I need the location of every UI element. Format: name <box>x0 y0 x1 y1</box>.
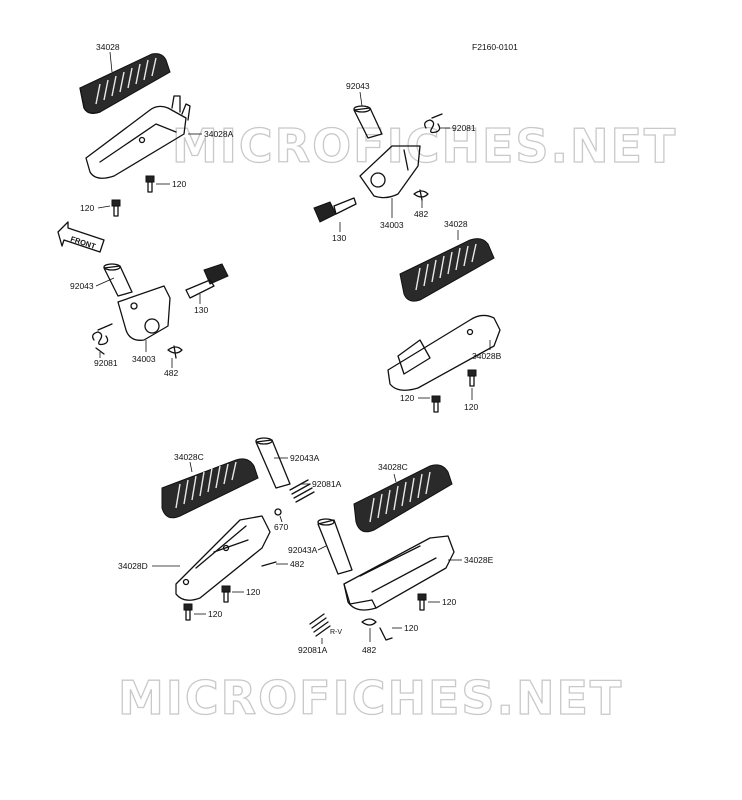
label-34028-upper-left: 34028 <box>96 42 120 52</box>
label-92043A-right: 92043A <box>288 545 318 555</box>
label-34028D: 34028D <box>118 561 148 571</box>
label-120-e: 120 <box>246 587 260 597</box>
label-482-right: 482 <box>414 209 428 219</box>
footpeg-34028B <box>387 314 501 391</box>
bracket-34003-right <box>359 145 421 199</box>
label-34028E: 34028E <box>464 555 494 565</box>
label-120-c: 120 <box>400 393 414 403</box>
footpeg-34028E <box>343 535 455 611</box>
bolt-120-b <box>111 199 121 217</box>
pin-92043-left <box>103 263 133 297</box>
label-92081-right: 92081 <box>452 123 476 133</box>
footpeg-rubber-34028-right <box>399 238 495 302</box>
pin-92043A-left <box>255 437 291 489</box>
label-120-b: 120 <box>80 203 94 213</box>
label-482-lower-right: 482 <box>362 645 376 655</box>
label-92043-left: 92043 <box>70 281 94 291</box>
bolt-120-h <box>379 627 393 641</box>
label-92081-left: 92081 <box>94 358 118 368</box>
bolt-130-left <box>185 263 229 299</box>
footpeg-rubber-34028-upper-left <box>79 53 171 114</box>
bolt-120-e <box>221 585 231 603</box>
spring-92081-left <box>92 323 113 355</box>
spring-92081A-right <box>309 613 331 637</box>
label-130-right: 130 <box>332 233 346 243</box>
label-34028C-right: 34028C <box>378 462 408 472</box>
spring-92081A-left <box>289 479 315 503</box>
clip-482-lower-right <box>361 618 377 626</box>
clip-482-right <box>413 189 429 201</box>
label-note-rv: R-V <box>330 629 342 636</box>
bolt-130-right <box>313 197 357 223</box>
label-92081A-left: 92081A <box>312 479 342 489</box>
spring-92081-right <box>424 113 443 134</box>
bolt-120-g <box>417 593 427 611</box>
label-34028C-left: 34028C <box>174 452 204 462</box>
label-34003-left: 34003 <box>132 354 156 364</box>
label-130-left: 130 <box>194 305 208 315</box>
label-670: 670 <box>274 522 288 532</box>
label-482-left: 482 <box>164 368 178 378</box>
label-120-f: 120 <box>208 609 222 619</box>
bolt-120-f <box>183 603 193 621</box>
diagram-code: F2160-0101 <box>472 42 518 52</box>
footpeg-34028D <box>175 515 271 601</box>
ring-670 <box>274 508 282 516</box>
label-482-lower-left: 482 <box>290 559 304 569</box>
clip-482-left <box>167 345 183 359</box>
label-34003-right: 34003 <box>380 220 404 230</box>
bracket-34003-left <box>117 285 171 341</box>
label-120-a: 120 <box>172 179 186 189</box>
label-92081A-right: 92081A <box>298 645 328 655</box>
label-34028A: 34028A <box>204 129 234 139</box>
front-arrow-icon: FRONT <box>57 221 105 253</box>
bolt-120-a <box>145 175 155 193</box>
watermark-lower: MICROFICHES.NET <box>118 671 623 725</box>
leader-lines <box>95 51 491 644</box>
footpeg-rubber-34028C-left <box>161 458 259 519</box>
watermark-upper: MICROFICHES.NET <box>172 119 677 173</box>
label-34028B: 34028B <box>472 351 502 361</box>
pin-92043A-right <box>317 518 353 575</box>
label-120-h: 120 <box>404 623 418 633</box>
footpeg-rubber-34028C-right <box>353 464 453 533</box>
footpeg-34028A <box>85 95 191 179</box>
label-120-d: 120 <box>464 402 478 412</box>
label-120-g: 120 <box>442 597 456 607</box>
bolt-120-c <box>431 395 441 413</box>
label-34028-right: 34028 <box>444 219 468 229</box>
bolt-120-d <box>467 369 477 387</box>
label-92043A-left: 92043A <box>290 453 320 463</box>
clip-482-lower-left <box>261 561 277 567</box>
part-labels: 34028 34028A 120 120 92043 130 92081 340… <box>70 42 502 655</box>
label-92043-right: 92043 <box>346 81 370 91</box>
